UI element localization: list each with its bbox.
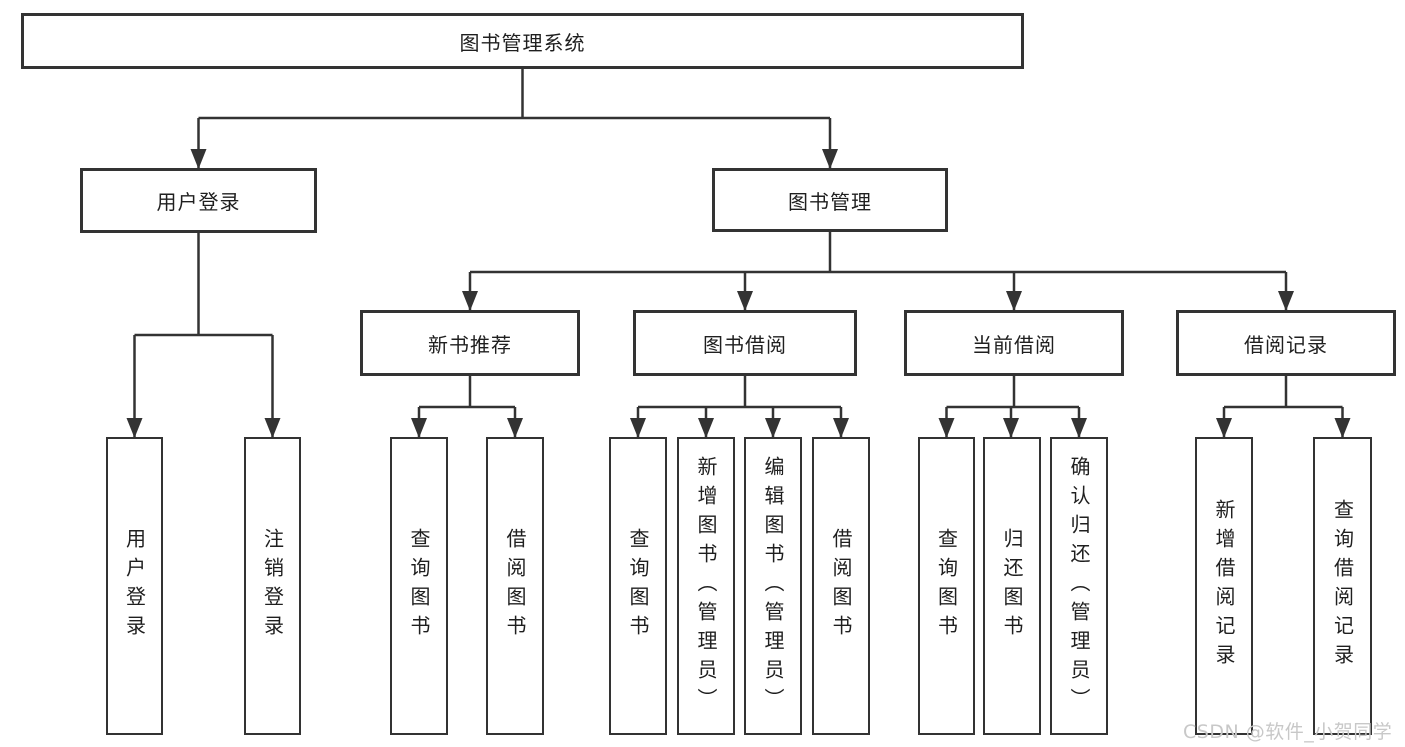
node-current-borrow: 当前借阅 (904, 310, 1124, 376)
node-new-book-recommend: 新书推荐 (360, 310, 580, 376)
watermark: CSDN @软件_小贺同学 (1183, 721, 1393, 743)
node-label: 新书推荐 (428, 332, 512, 357)
leaf-query-books-recommend: 查询图书 (390, 437, 448, 735)
node-library-system: 图书管理系统 (21, 13, 1024, 69)
leaf-confirm-return-admin: 确认归还（管理员） (1050, 437, 1108, 735)
node-label: 查询图书 (626, 528, 650, 644)
node-label: 借阅记录 (1244, 332, 1328, 357)
leaf-query-borrow-record: 查询借阅记录 (1313, 437, 1372, 735)
leaf-user-login: 用户登录 (106, 437, 163, 735)
node-label: 查询图书 (934, 528, 959, 644)
node-label: 用户登录 (156, 190, 241, 214)
node-label: 当前借阅 (972, 332, 1056, 357)
leaf-add-borrow-record: 新增借阅记录 (1195, 437, 1253, 735)
leaf-borrow-books: 借阅图书 (812, 437, 870, 735)
leaf-logout: 注销登录 (244, 437, 301, 735)
leaf-return-book: 归还图书 (983, 437, 1041, 735)
node-label: 图书管理系统 (459, 30, 586, 55)
node-borrow-records: 借阅记录 (1176, 310, 1396, 376)
leaf-query-books-current: 查询图书 (918, 437, 975, 735)
node-book-borrow: 图书借阅 (633, 310, 857, 376)
node-label: 用户登录 (122, 528, 147, 644)
node-label: 编辑图书（管理员） (761, 455, 785, 717)
node-label: 图书管理 (788, 189, 872, 214)
leaf-query-books-borrow: 查询图书 (609, 437, 667, 735)
leaf-borrow-books-recommend: 借阅图书 (486, 437, 544, 735)
node-label: 查询图书 (407, 528, 431, 644)
node-label: 查询借阅记录 (1330, 499, 1355, 673)
node-label: 新增借阅记录 (1212, 499, 1236, 673)
node-label: 注销登录 (260, 528, 285, 644)
node-book-management: 图书管理 (712, 168, 948, 232)
leaf-edit-book-admin: 编辑图书（管理员） (744, 437, 802, 735)
node-label: 图书借阅 (703, 332, 787, 357)
node-label: 借阅图书 (503, 528, 527, 644)
node-label: 确认归还（管理员） (1067, 455, 1091, 717)
leaf-add-book-admin: 新增图书（管理员） (677, 437, 735, 735)
node-label: 借阅图书 (829, 528, 853, 644)
node-user-login: 用户登录 (80, 168, 317, 233)
node-label: 归还图书 (1000, 528, 1024, 644)
node-label: 新增图书（管理员） (694, 455, 718, 717)
